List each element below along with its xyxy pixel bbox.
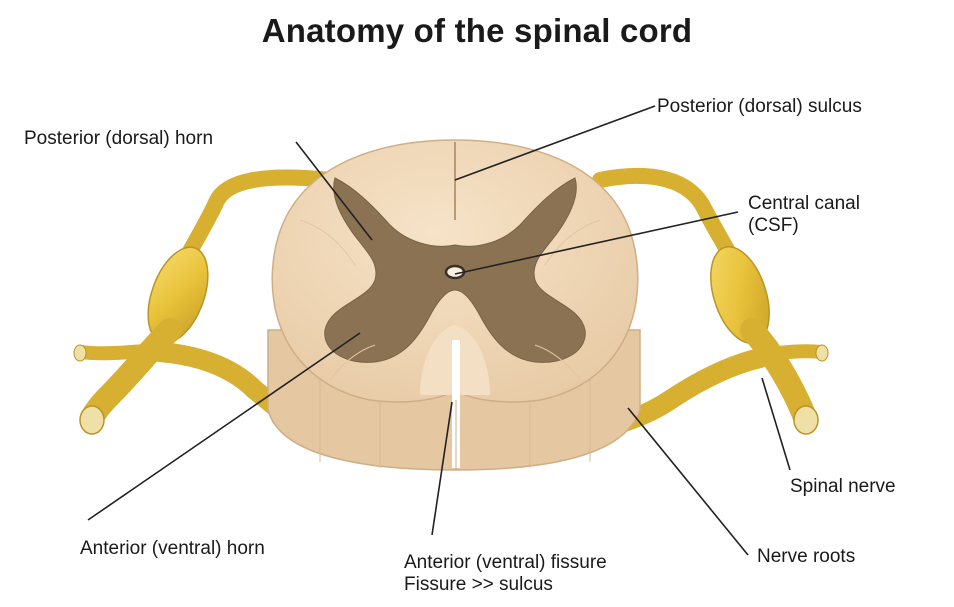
label-posterior-horn: Posterior (dorsal) horn <box>24 128 213 150</box>
label-anterior-fissure-line1: Anterior (ventral) fissure <box>404 552 607 574</box>
label-spinal-nerve: Spinal nerve <box>790 476 896 498</box>
label-nerve-roots: Nerve roots <box>757 546 855 568</box>
label-central-canal-line2: (CSF) <box>748 215 860 237</box>
label-fissure-note: Fissure >> sulcus <box>404 574 607 596</box>
label-anterior-fissure: Anterior (ventral) fissure Fissure >> su… <box>404 552 607 596</box>
leader-nerve-roots <box>628 408 748 555</box>
label-central-canal: Central canal (CSF) <box>748 193 860 237</box>
label-posterior-sulcus: Posterior (dorsal) sulcus <box>657 96 862 118</box>
spinal-cord-cross-section <box>268 140 640 470</box>
label-central-canal-line1: Central canal <box>748 193 860 215</box>
label-anterior-horn: Anterior (ventral) horn <box>80 538 265 560</box>
